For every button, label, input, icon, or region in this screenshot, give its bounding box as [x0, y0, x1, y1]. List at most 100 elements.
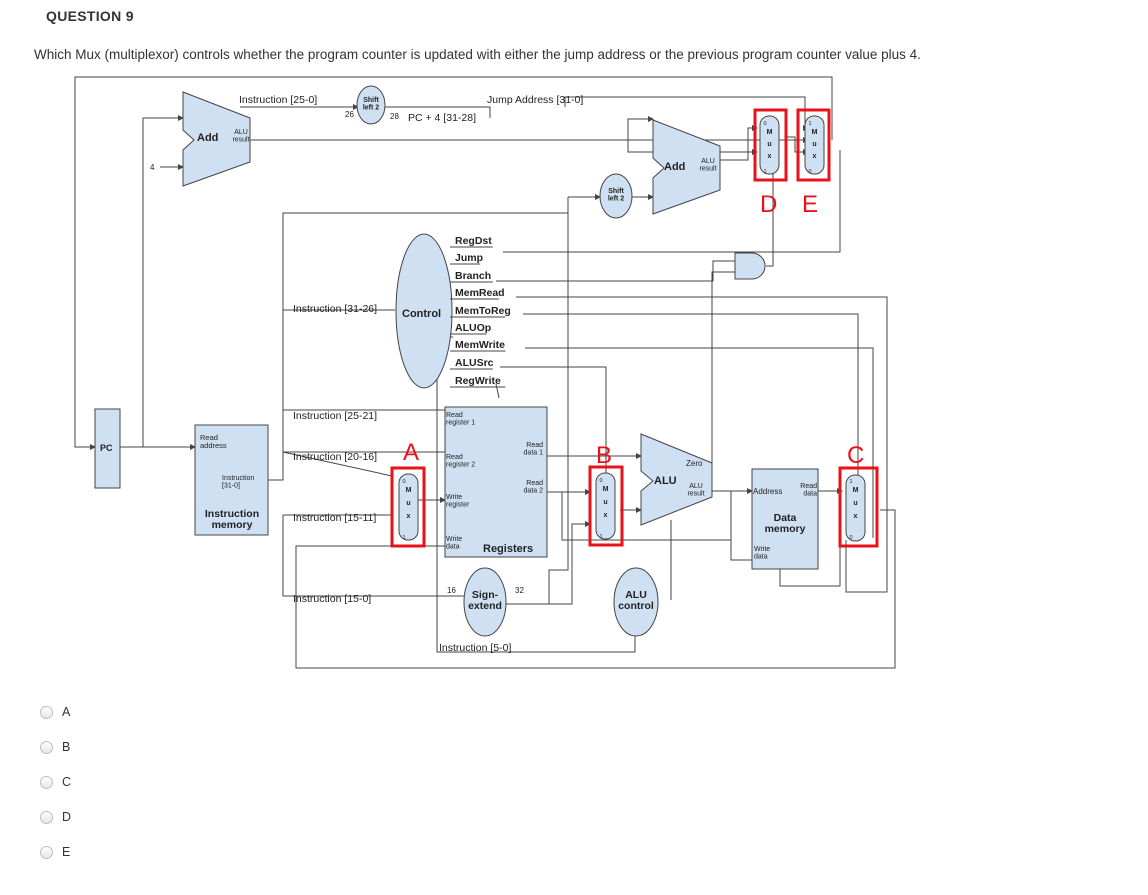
- instr-20-16-label: Instruction [20-16]: [293, 451, 377, 463]
- control-signal-memwrite: MemWrite: [455, 339, 505, 351]
- mux-d: [759, 115, 780, 175]
- alu-control: [613, 567, 659, 637]
- mux-e: [804, 115, 825, 175]
- instr-31-26-label: Instruction [31-26]: [293, 303, 377, 315]
- option-a[interactable]: A: [40, 705, 70, 719]
- mux-a-letter: x: [407, 513, 411, 520]
- mux-c-letter: u: [853, 500, 857, 507]
- add-label-1: Add: [197, 132, 218, 144]
- option-c-label: C: [62, 775, 72, 789]
- mux-b-letter: M: [603, 486, 609, 493]
- question-text: Which Mux (multiplexor) controls whether…: [34, 47, 921, 62]
- mux-b-input-bottom: 1: [600, 534, 603, 540]
- option-b[interactable]: B: [40, 740, 70, 754]
- instr-15-11-label: Instruction [15-11]: [293, 512, 376, 524]
- mux-d-letter: u: [767, 141, 771, 148]
- instr-5-0-label: Instruction [5-0]: [439, 642, 511, 654]
- mux-label-d: D: [760, 191, 777, 218]
- alu: [640, 433, 713, 526]
- control-signal-memtoreg: MemToReg: [455, 305, 511, 317]
- control-signal-branch: Branch: [455, 270, 491, 282]
- shift-left-mid: [599, 173, 633, 219]
- mux-e-letter: u: [812, 141, 816, 148]
- radio-a[interactable]: [40, 705, 53, 719]
- data-memory: [751, 468, 819, 570]
- mux-a-letter: M: [406, 487, 412, 494]
- control-signal-regwrite: RegWrite: [455, 375, 501, 387]
- mux-c-input-top: 1: [850, 479, 853, 485]
- mux-a-input-top: 0: [403, 479, 406, 485]
- highlight-mux-e: [796, 108, 831, 182]
- mux-d-input-bottom: 1: [764, 169, 767, 175]
- registers-block: [444, 406, 548, 558]
- mux-c: [845, 474, 866, 542]
- question-title: QUESTION 9: [46, 8, 134, 24]
- alu-label: ALU: [654, 475, 677, 487]
- bits-26-label: 26: [345, 110, 354, 119]
- bits-28-label: 28: [390, 112, 399, 121]
- highlight-mux-c: [838, 466, 879, 548]
- alu-zero-label: Zero: [686, 459, 703, 468]
- mux-label-b: B: [596, 442, 612, 469]
- mux-b-input-top: 0: [600, 478, 603, 484]
- option-a-label: A: [62, 705, 71, 719]
- pc-label: PC: [100, 443, 113, 453]
- option-c[interactable]: C: [40, 775, 71, 789]
- sign-extend-label: Sign-extend: [468, 589, 502, 612]
- mux-a-input-bottom: 1: [403, 535, 406, 541]
- mux-e-letter: x: [813, 153, 817, 160]
- mux-b-letter: x: [604, 512, 608, 519]
- option-e[interactable]: E: [40, 845, 70, 859]
- mux-d-input-top: 0: [764, 121, 767, 127]
- mux-a: [398, 473, 419, 541]
- instr-15-0-label: Instruction [15-0]: [293, 593, 371, 605]
- mux-label-a: A: [403, 439, 419, 466]
- instr-25-21-label: Instruction [25-21]: [293, 410, 377, 422]
- pc-register: [94, 408, 121, 489]
- radio-b[interactable]: [40, 740, 53, 754]
- option-b-label: B: [62, 740, 71, 754]
- add-label-2: Add: [664, 161, 685, 173]
- control-signal-regdst: RegDst: [455, 235, 492, 247]
- constant-four: 4: [150, 163, 155, 172]
- highlight-mux-b: [588, 465, 624, 547]
- control-unit: [395, 233, 453, 389]
- registers-title: Registers: [483, 543, 533, 555]
- control-signal-memread: MemRead: [455, 287, 505, 299]
- pc-plus4-label: PC + 4 [31-28]: [408, 112, 476, 124]
- radio-d[interactable]: [40, 810, 53, 824]
- mux-d-letter: x: [768, 153, 772, 160]
- add-top-left: [182, 91, 251, 187]
- bits-32-label: 32: [515, 586, 524, 595]
- and-gate: [734, 252, 766, 280]
- option-d-label: D: [62, 810, 72, 824]
- control-signal-alusrc: ALUSrc: [455, 357, 494, 369]
- mux-c-letter: x: [854, 513, 858, 520]
- radio-c[interactable]: [40, 775, 53, 789]
- control-signal-jump: Jump: [455, 252, 483, 264]
- mux-d-letter: M: [767, 129, 773, 136]
- imem-instruction-bits: Instruction[31-0]: [222, 475, 254, 489]
- radio-e[interactable]: [40, 845, 53, 859]
- mux-e-input-bottom: 0: [809, 169, 812, 175]
- option-d[interactable]: D: [40, 810, 71, 824]
- mux-a-letter: u: [406, 500, 410, 507]
- bits-16-label: 16: [447, 586, 456, 595]
- control-signal-aluop: ALUOp: [455, 322, 491, 334]
